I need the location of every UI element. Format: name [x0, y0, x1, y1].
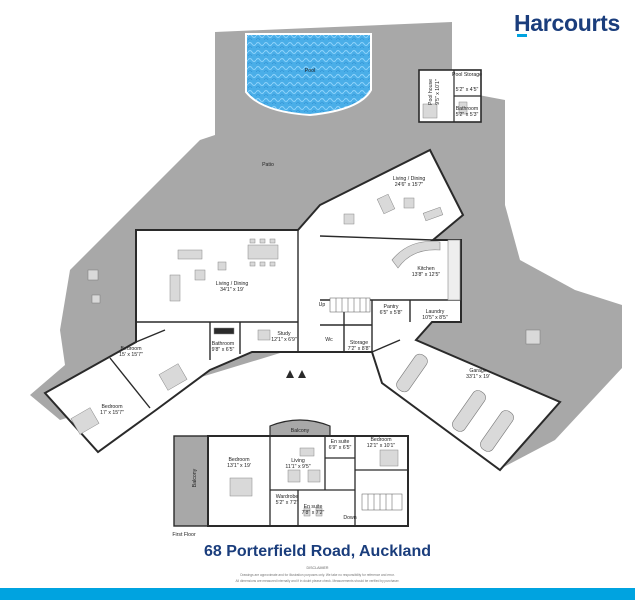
laundry-label: Laundry: [426, 309, 445, 315]
disclaimer-line-2: All dimensions are measured internally a…: [235, 579, 400, 583]
kitchen-size: 13'8" x 12'5": [412, 272, 441, 278]
brand-accent-mark: [517, 34, 527, 37]
pantry-size: 6'5" x 5'8": [380, 310, 403, 316]
bedroom-2-label: Bedroom: [101, 404, 122, 410]
first-wardrobe-size: 5'2" x 7'2": [276, 500, 299, 506]
pool-house-label: Pool house: [428, 79, 434, 105]
disclaimer-line-1: Drawings are approximate and for illustr…: [240, 573, 395, 577]
pool-house-size: 9'5" x 10'1": [435, 79, 441, 105]
patio-label: Patio: [262, 162, 274, 168]
bathroom-size: 9'8" x 6'5": [212, 347, 235, 353]
first-floor-balcony-left: [173, 435, 209, 527]
first-wardrobe-label: Wardrobe: [276, 494, 299, 500]
wc-label: Wc: [325, 337, 333, 343]
cars: [396, 353, 514, 452]
living-dining-2-size: 34'1" x 19': [220, 287, 244, 293]
first-living-label: Living: [291, 458, 305, 464]
living-dining-1-size: 24'6" x 15'7": [395, 182, 424, 188]
first-en-suite-2-label: En suite: [304, 504, 323, 510]
outdoor-furniture: [87, 269, 541, 345]
first-balcony-top-label: Balcony: [291, 428, 310, 434]
pool-label: Pool: [305, 68, 315, 74]
ground-floor: Living / Dining 24'6" x 15'7" Living / D…: [43, 148, 562, 472]
page-title: 68 Porterfield Road, Auckland: [203, 543, 431, 560]
first-living-size: 11'1" x 9'5": [285, 464, 310, 470]
bathroom-label: Bathroom: [212, 341, 235, 347]
pool-storage-label: Pool Storage: [452, 72, 482, 78]
study-label: Study: [277, 331, 291, 337]
first-bedroom-2-label: Bedroom: [370, 437, 391, 443]
beds-ground: [70, 363, 188, 435]
pool-bathroom-label: Bathroom: [456, 106, 479, 112]
study-size: 12'1" x 6'9": [271, 337, 297, 343]
furniture-living-1: [343, 193, 444, 225]
pool-house-group: Pool house 9'5" x 10'1" Pool Storage 5'2…: [418, 69, 482, 123]
pool-bathroom-size: 5'2" x 5'3": [456, 112, 479, 118]
bedroom-2-size: 17' x 15'7": [100, 410, 124, 416]
brand-logo: Harcourts: [514, 10, 620, 36]
stairs: [329, 297, 371, 313]
pool-storage-size: 5'2" x 4'5": [456, 87, 479, 93]
first-en-suite-2-size: 7'8" x 7'2": [302, 510, 325, 516]
up-label: Up: [319, 302, 326, 308]
pantry-label: Pantry: [384, 304, 399, 310]
entrance-arrows: [286, 370, 306, 378]
kitchen-label: Kitchen: [417, 266, 434, 272]
pool-group: Pool: [245, 33, 372, 117]
living-dining-1-label: Living / Dining: [393, 176, 426, 182]
first-bedroom-2-size: 12'1" x 10'1": [367, 443, 396, 449]
first-balcony-left-label: Balcony: [192, 468, 198, 487]
footer-bar: [0, 588, 635, 600]
first-floor-label: First Floor: [172, 532, 196, 538]
furniture-living-2: [169, 238, 279, 341]
first-bedroom-1-label: Bedroom: [228, 457, 249, 463]
furniture-first-floor: [229, 447, 399, 517]
house-outline: [43, 148, 562, 472]
bedroom-1-label: Bedroom: [120, 346, 141, 352]
first-en-suite-1-size: 6'9" x 6'5": [329, 445, 352, 451]
kitchen-island: [391, 241, 441, 269]
garage-size: 33'1" x 19': [466, 374, 490, 380]
stairs-first-floor: [361, 493, 403, 511]
first-floor-balcony-top: [269, 419, 331, 437]
first-down-label: Down: [343, 515, 356, 521]
living-dining-2-label: Living / Dining: [216, 281, 249, 287]
first-floor: Balcony Balcony Bedroom 13'1" x 19' Livi…: [172, 419, 409, 538]
first-en-suite-1-label: En suite: [331, 439, 350, 445]
storage-label: Storage: [350, 340, 368, 346]
storage-size: 7'2" x 8'8": [348, 346, 371, 352]
disclaimer-heading: DISCLAIMER: [306, 566, 329, 570]
laundry-size: 10'5" x 8'5": [422, 315, 448, 321]
pool: [245, 33, 372, 117]
garage-label: Garage: [469, 368, 486, 374]
first-bedroom-1-size: 13'1" x 19': [227, 463, 251, 469]
bedroom-1-size: 15' x 15'7": [119, 352, 143, 358]
